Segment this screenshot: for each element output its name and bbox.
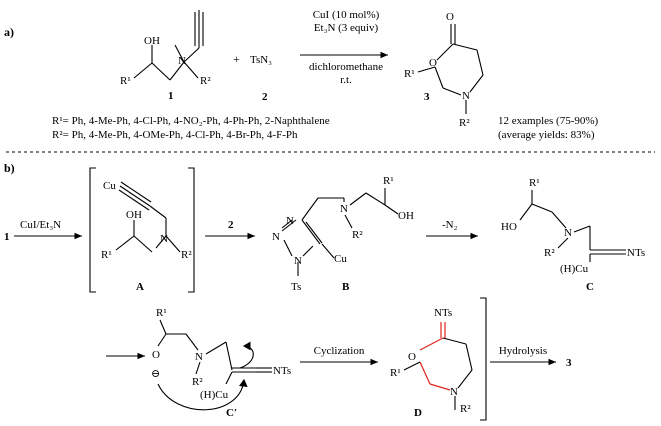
- intermediate-c-prime-structure: R¹ O ⊖ N R² NTs (H)Cu C′: [151, 307, 291, 419]
- d-r2-label: R²: [460, 403, 471, 415]
- compound-1-structure: OH N R¹ R² 1: [120, 10, 211, 102]
- intermediate-d-structure: NTs O R¹ N R² D: [390, 307, 473, 419]
- b-oh-label: OH: [398, 210, 414, 222]
- r1-label: R¹: [120, 75, 131, 87]
- step-1-reagent: CuI/Et₃N: [20, 219, 61, 231]
- cp-minus-label: ⊖: [151, 368, 160, 380]
- bracket-d-right: [480, 297, 487, 421]
- compound-3-structure: O O N R¹ R² 3: [404, 11, 484, 129]
- ring-o-label: O: [429, 57, 437, 69]
- c-r2-label: R²: [544, 247, 555, 259]
- oh-label: OH: [144, 35, 160, 47]
- cp-n-label: N: [195, 351, 203, 363]
- examples-count: 12 examples (75-90%): [498, 115, 599, 127]
- r2-substituent-list: R²= Ph, 4-Me-Ph, 4-OMe-Ph, 4-Cl-Ph, 4-Br…: [52, 129, 298, 141]
- label-d: D: [414, 407, 422, 419]
- electron-shift-arrow: [239, 341, 254, 369]
- a-n-label: N: [160, 233, 168, 245]
- b-n1-label: N: [286, 215, 294, 227]
- cp-cuh-label: (H)Cu: [200, 389, 229, 401]
- label-b: B: [342, 281, 350, 293]
- product-r2-label: R²: [459, 117, 470, 129]
- r1-substituent-list: R¹= Ph, 4-Me-Ph, 4-Cl-Ph, 4-NO₂-Ph, 4-Ph…: [52, 115, 330, 127]
- attack-arrow: [157, 378, 248, 411]
- bracket-a-right: [188, 167, 195, 293]
- a-r1-label: R¹: [101, 249, 112, 261]
- section-a-label: a): [4, 25, 14, 39]
- d-o-label: O: [408, 351, 416, 363]
- c-cuh-label: (H)Cu: [560, 263, 589, 275]
- d-r1-label: R¹: [390, 367, 401, 379]
- step-2-reagent: 2: [228, 219, 234, 231]
- a-cu-label: Cu: [103, 180, 116, 192]
- b-n3-label: N: [294, 255, 302, 267]
- compound-3-number: 3: [424, 91, 430, 103]
- intermediate-a-structure: Cu OH N R¹ R² A: [101, 180, 192, 293]
- label-c-prime: C′: [226, 407, 237, 419]
- hydrolysis-label: Hydrolysis: [499, 345, 547, 357]
- cp-nts-label: NTs: [273, 365, 291, 377]
- plus-sign: +: [233, 52, 240, 66]
- b-cu-label: Cu: [334, 253, 347, 265]
- b-r1-label: R¹: [383, 175, 394, 187]
- cyclization-label: Cyclization: [314, 345, 365, 357]
- b-n-label: N: [340, 203, 348, 215]
- section-b-label: b): [4, 161, 15, 175]
- label-a: A: [136, 281, 144, 293]
- cp-r1-label: R¹: [156, 307, 167, 319]
- average-yield: (average yields: 83%): [498, 129, 595, 141]
- reagents-line-2: Et₃N (3 equiv): [314, 22, 379, 34]
- amine-n-label: N: [178, 55, 186, 67]
- start-compound-number: 1: [4, 231, 10, 243]
- b-n2-label: N: [272, 231, 280, 243]
- tsn3-label: TsN₃: [250, 54, 272, 66]
- carbonyl-o-label: O: [446, 11, 454, 23]
- b-r2-label: R²: [352, 229, 363, 241]
- c-r1-label: R¹: [529, 177, 540, 189]
- b-ts-label: Ts: [291, 281, 301, 293]
- solvent-line-2: r.t.: [340, 74, 352, 86]
- intermediate-c-structure: R¹ HO N R² NTs (H)Cu C: [501, 177, 645, 293]
- a-oh-label: OH: [126, 209, 142, 221]
- c-ho-label: HO: [501, 221, 517, 233]
- compound-2-number: 2: [262, 91, 268, 103]
- r2-label: R²: [200, 75, 211, 87]
- d-n-label: N: [450, 386, 458, 398]
- compound-1-number: 1: [168, 90, 174, 102]
- step-3-reagent: -N₂: [442, 219, 458, 231]
- d-nts-label: NTs: [434, 307, 452, 319]
- bracket-a-left: [89, 167, 96, 293]
- intermediate-b-structure: N N N Cu Ts N R¹ OH R² B: [272, 175, 414, 293]
- reagents-line-1: CuI (10 mol%): [313, 9, 380, 21]
- a-r2-label: R²: [181, 249, 192, 261]
- cp-o-label: O: [152, 349, 160, 361]
- solvent-line-1: dichloromethane: [309, 61, 383, 73]
- product-r1-label: R¹: [404, 68, 415, 80]
- cp-r2-label: R²: [192, 376, 203, 388]
- final-product-number: 3: [566, 357, 572, 369]
- ring-n-label: N: [462, 90, 470, 102]
- c-nts-label: NTs: [627, 247, 645, 259]
- label-c: C: [586, 281, 594, 293]
- c-n-label: N: [564, 227, 572, 239]
